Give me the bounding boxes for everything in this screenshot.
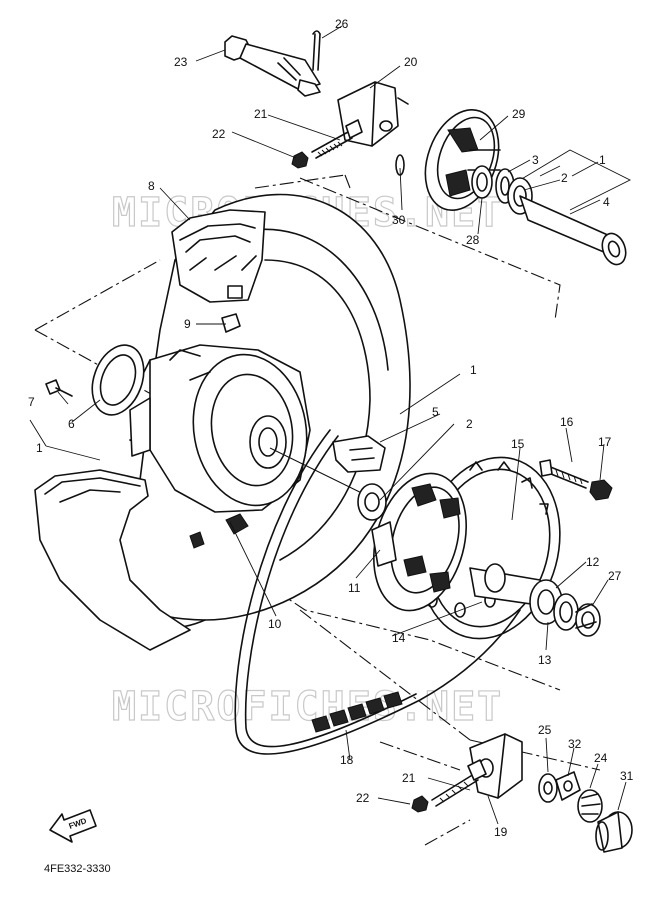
callout-10: 10 [268, 617, 282, 631]
chain-adjuster-19 [469, 733, 523, 799]
callout-8: 8 [148, 179, 155, 193]
adjuster-nut-22-top [291, 151, 309, 169]
callout-28: 28 [466, 233, 480, 247]
callout-15: 15 [511, 437, 525, 451]
tire-section-8 [171, 209, 266, 303]
sprocket-bolt-16 [539, 459, 589, 489]
adjuster-bolt-21-bottom [431, 759, 487, 807]
callout-17: 17 [598, 435, 612, 449]
cotter-pin-26 [312, 30, 321, 71]
adjuster-bolt-21-top [311, 119, 363, 159]
callout-26: 26 [335, 17, 349, 31]
leader-lines [29, 25, 627, 825]
bolt-7 [45, 379, 73, 397]
callout-32: 32 [568, 737, 582, 751]
callout-1-left: 1 [36, 441, 43, 455]
hub-spacer-4 [519, 195, 627, 266]
drive-chain-18 [234, 429, 521, 755]
adjuster-nut-22-bottom [411, 795, 429, 813]
callout-2-mid: 2 [466, 417, 473, 431]
callout-11: 11 [348, 581, 361, 595]
collar-27 [575, 603, 601, 637]
callout-31: 31 [620, 769, 634, 783]
callout-2-top: 2 [561, 171, 568, 185]
callout-16: 16 [560, 415, 574, 429]
adjusting-bolt-24 [577, 789, 603, 823]
forward-arrow-icon: FWD [49, 809, 97, 843]
oil-seal-13 [553, 593, 579, 631]
callout-1-top: 1 [599, 153, 606, 167]
callout-27: 27 [608, 569, 622, 583]
end-cap-31 [595, 811, 633, 853]
tire-section-lower [34, 469, 191, 651]
sprocket-nut-17 [589, 479, 613, 501]
callout-22-bottom: 22 [356, 791, 370, 805]
wheel-hub [129, 344, 311, 549]
callout-23: 23 [174, 55, 188, 69]
callout-18: 18 [340, 753, 354, 767]
washer-25 [538, 773, 558, 803]
damper-plate-6 [91, 344, 145, 416]
callout-7: 7 [28, 395, 35, 409]
watermark-bottom: MICROFICHES.NET [112, 684, 503, 730]
callout-29: 29 [512, 107, 526, 121]
callout-24: 24 [594, 751, 608, 765]
air-valve-9 [221, 313, 241, 333]
callout-20: 20 [404, 55, 418, 69]
callout-1-mid: 1 [470, 363, 477, 377]
diagram-code: 4FE332-3330 [44, 863, 111, 875]
axle-23 [224, 35, 321, 97]
callout-22-top: 22 [212, 127, 226, 141]
callout-4: 4 [603, 195, 610, 209]
plate-32 [555, 771, 581, 801]
bearing-2-middle [357, 483, 387, 521]
callout-9: 9 [184, 317, 191, 331]
callout-30: 30 [392, 213, 406, 227]
brake-shoe-5 [332, 435, 386, 473]
callout-25: 25 [538, 723, 552, 737]
callout-numbers: 26 23 20 21 22 29 3 1 2 4 30 28 8 9 7 6 … [28, 17, 634, 839]
callout-19: 19 [494, 825, 508, 839]
sprocket-hub-11 [371, 472, 468, 612]
callout-21-top: 21 [254, 107, 268, 121]
callout-5: 5 [432, 405, 439, 419]
callout-14: 14 [392, 631, 406, 645]
callout-6: 6 [68, 417, 75, 431]
bearing-28 [471, 165, 493, 199]
callout-bracket-1-2-4 [509, 149, 632, 211]
callout-21-bottom: 21 [402, 771, 416, 785]
callout-12: 12 [586, 555, 600, 569]
chain-adjuster-20 [337, 81, 409, 147]
callout-3: 3 [532, 153, 539, 167]
callout-13: 13 [538, 653, 552, 667]
